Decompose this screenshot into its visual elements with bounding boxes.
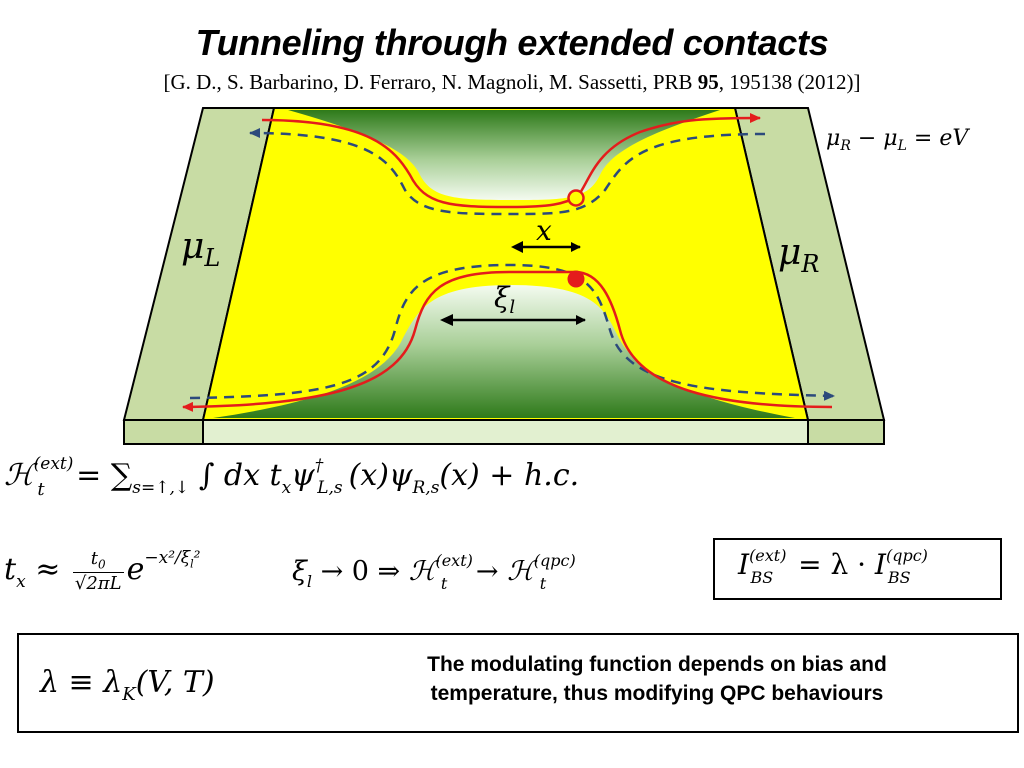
reference-prefix: [G. D., S. Barbarino, D. Ferraro, N. Mag… [163,70,698,94]
upper-dashed-channel [249,128,766,216]
slab-front-left [123,419,204,445]
slide-title: Tunneling through extended contacts [195,22,829,63]
bias-relation: μR − μL = eV [826,126,970,154]
x-label: x [536,214,552,247]
backscattering-equation: I(ext)BS = λ · I(qpc)BS [738,546,928,587]
limit-equation: ξl → 0 ⇒ ℋ(ext)t → ℋ(qpc)t [292,551,576,593]
explanatory-note: The modulating function depends on bias … [352,650,962,708]
lambda-definition: λ ≡ λK(V, T) [40,665,215,705]
note-line-2: temperature, thus modifying QPC behaviou… [430,682,884,705]
amplitude-fraction: t0√2πL [72,548,124,594]
slab-front-center [202,419,809,445]
note-line-1: The modulating function depends on bias … [427,653,887,676]
upper-edge-channel [261,113,761,209]
qpc-diagram: x ξl μL μR μR − μL = eV [122,107,970,445]
top-gate [288,110,720,200]
reference-suffix: , 195138 (2012)] [718,70,861,94]
hamiltonian-equation: ℋ(ext)t = ∑s=↑,↓ ∫ dx txψ†L,s(x)ψR,s(x) … [4,454,580,500]
lambda-box [17,633,1019,733]
reference-volume: 95 [697,70,719,94]
tunneling-point-open [567,189,585,207]
tunneling-point-filled [567,270,585,288]
lower-edge-channel [182,270,833,412]
reference-line: [G. D., S. Barbarino, D. Ferraro, N. Mag… [0,70,1024,95]
slab-front-right [807,419,885,445]
xi-arrow-left-head [440,314,453,326]
backscattering-box [713,538,1002,600]
x-arrow-left-head [511,241,523,253]
